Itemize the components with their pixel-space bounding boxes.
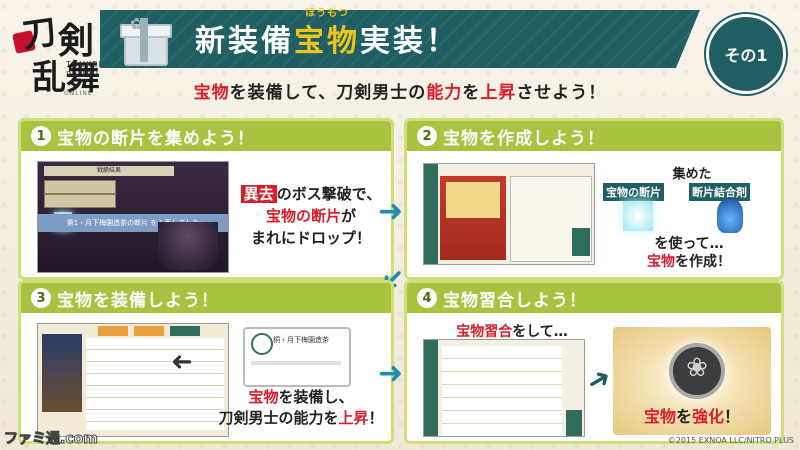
- binder-label: 断片結合剤: [689, 183, 750, 201]
- step-header-3: 3 宝物を装備しよう！: [21, 283, 391, 313]
- step-panel-3: 3 宝物を装備しよう！ 銅・月下梅園造茶 ➜ 宝物を装備し、 刀剣男士の能力を上…: [18, 280, 394, 444]
- title-highlight: ほうもつ 宝物: [294, 8, 360, 68]
- step-panel-4: 4 宝物習合しよう！ 宝物習合をして… ➜ 宝物を強化！: [404, 280, 784, 444]
- copyright-text: ©2015 EXNOA LLC/NITRO PLUS: [667, 436, 794, 445]
- treasure-popup: 銅・月下梅園造茶: [243, 327, 351, 387]
- step-header-1: 1 宝物の断片を集めよう！: [21, 121, 391, 151]
- step-panel-1: 1 宝物の断片を集めよう！ 戦績結果 第1・月下梅園造茶の断片 を入手しました …: [18, 118, 394, 280]
- fragment-icon: [623, 201, 653, 231]
- page-title: 新装備 ほうもつ 宝物 実装！: [195, 8, 615, 68]
- touken-ranbu-logo: 刀 剣 乱舞 TOUKEN RANBU ONLINE: [8, 2, 108, 100]
- treasure-crest-icon-large: [669, 343, 725, 399]
- treasure-crest-icon: [251, 333, 273, 355]
- logo-online-text: ONLINE: [64, 90, 93, 97]
- logo-char-3: 乱舞: [32, 58, 100, 98]
- header-banner: [100, 10, 700, 68]
- arrow-left-icon: ➜: [171, 347, 193, 377]
- step-number-4: 4: [417, 288, 437, 308]
- step-number-3: 3: [31, 288, 51, 308]
- step1-desc: 異去のボス撃破で、 宝物の断片が まれにドロップ！: [231, 183, 391, 249]
- boss-silhouette: [158, 222, 218, 270]
- step4-desc-1: 宝物習合をして…: [456, 324, 568, 340]
- step2-desc: を使って… 宝物を作成！: [647, 236, 731, 270]
- gift-box-icon: ✿: [118, 14, 172, 66]
- logo-char-2: 剣: [58, 20, 95, 62]
- step-number-1: 1: [31, 126, 51, 146]
- logo-en-text: TOUKEN RANBU: [66, 60, 106, 79]
- equip-screenshot: [37, 323, 229, 437]
- fragment-label: 宝物の断片: [603, 183, 664, 201]
- subtitle: 宝物を装備して、刀剣男士の能力を上昇させよう！: [193, 83, 607, 103]
- enhanced-treasure-image: 宝物を強化！: [613, 327, 771, 435]
- battle-result-screenshot: 戦績結果 第1・月下梅園造茶の断片 を入手しました: [37, 161, 229, 273]
- binder-bottle-icon: [717, 199, 743, 233]
- step-title-2: 宝物を作成しよう！: [443, 128, 605, 149]
- fusion-screenshot: [423, 339, 585, 437]
- step-title-1: 宝物の断片を集めよう！: [57, 128, 255, 149]
- step-panel-2: 2 宝物を作成しよう！ 集めた 宝物の断片 断片結合剤 を使って… 宝物を作成！: [404, 118, 784, 280]
- collected-label: 集めた: [672, 167, 712, 182]
- arrow-curved-icon: ➜: [580, 359, 618, 400]
- character-portrait: [42, 334, 82, 412]
- part-badge: その1: [706, 14, 786, 94]
- step4-desc-2: 宝物を強化！: [643, 407, 741, 426]
- step3-desc: 宝物を装備し、 刀剣男士の能力を上昇！: [218, 388, 384, 427]
- craft-screenshot: [423, 163, 595, 265]
- step-title-4: 宝物習合しよう！: [443, 290, 587, 311]
- step-title-3: 宝物を装備しよう！: [57, 290, 219, 311]
- step-header-4: 4 宝物習合しよう！: [407, 283, 781, 313]
- title-ruby: ほうもつ: [305, 8, 349, 19]
- arrow-right-icon-2: ➜: [378, 356, 404, 391]
- arrow-right-icon: ➜: [378, 194, 404, 229]
- step-header-2: 2 宝物を作成しよう！: [407, 121, 781, 151]
- famitsu-logo: ファミ通.com: [4, 431, 99, 448]
- step-number-2: 2: [417, 126, 437, 146]
- shrine-image: [440, 176, 506, 260]
